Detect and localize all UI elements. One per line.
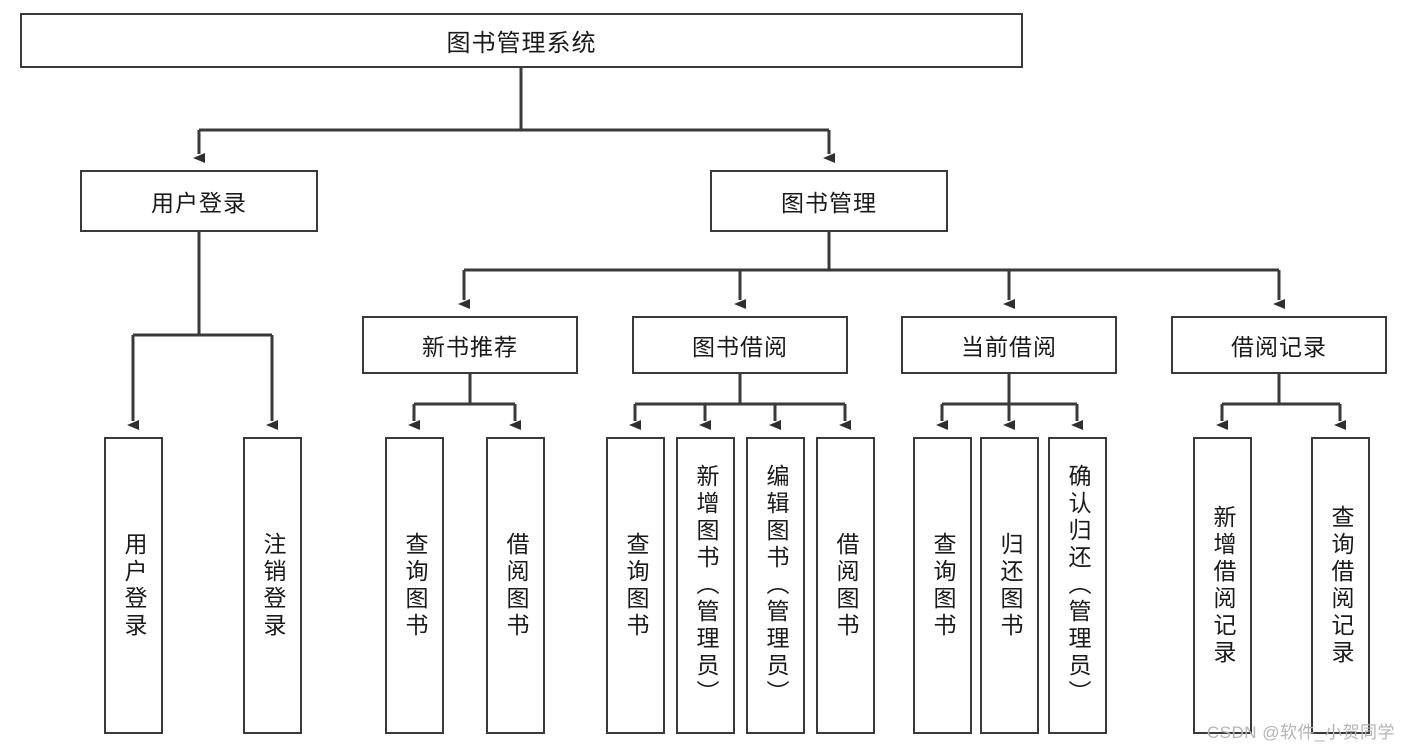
leaf-borrow-record-add-record[interactable]: 新增借阅记录 [1193,437,1252,734]
leaf-book-borrow-query-book[interactable]: 查询图书 [606,437,665,734]
leaf-label: 查询借阅记录 [1328,504,1354,667]
leaf-label: 编辑图书（管理员） [763,464,789,707]
leaf-book-borrow-add-book[interactable]: 新增图书（管理员） [676,437,735,734]
node-new-book-recommend[interactable]: 新书推荐 [362,316,578,374]
node-borrow-record[interactable]: 借阅记录 [1171,316,1387,374]
leaf-new-book-borrow-book[interactable]: 借阅图书 [486,437,545,734]
leaf-label: 归还图书 [997,531,1023,640]
node-root-label: 图书管理系统 [446,30,597,57]
leaf-label: 确认归还（管理员） [1065,464,1091,707]
leaf-user-login-logout[interactable]: 注销登录 [243,437,302,734]
watermark: CSDN @软件_小贺同学 [1206,723,1395,742]
leaf-borrow-record-query-record[interactable]: 查询借阅记录 [1311,437,1370,734]
node-borrow-record-label: 借阅记录 [1231,334,1327,360]
leaf-label: 注销登录 [260,531,286,640]
node-book-borrow[interactable]: 图书借阅 [632,316,848,374]
leaf-label: 借阅图书 [503,531,529,640]
leaf-label: 查询图书 [930,531,956,640]
leaf-book-borrow-borrow-book[interactable]: 借阅图书 [816,437,875,734]
leaf-label: 查询图书 [623,531,649,640]
node-new-book-recommend-label: 新书推荐 [422,334,518,360]
node-book-management-label: 图书管理 [781,190,877,216]
leaf-new-book-query-book[interactable]: 查询图书 [385,437,444,734]
node-user-login[interactable]: 用户登录 [80,170,318,232]
node-user-login-label: 用户登录 [151,190,247,216]
leaf-label: 新增借阅记录 [1210,504,1236,667]
node-root[interactable]: 图书管理系统 [20,13,1023,68]
leaf-current-borrow-confirm-return[interactable]: 确认归还（管理员） [1048,437,1107,734]
leaf-label: 新增图书（管理员） [693,464,719,707]
leaf-label: 查询图书 [402,531,428,640]
leaf-user-login-login[interactable]: 用户登录 [104,437,163,734]
leaf-label: 用户登录 [121,531,147,640]
node-current-borrow[interactable]: 当前借阅 [901,316,1117,374]
leaf-book-borrow-edit-book[interactable]: 编辑图书（管理员） [746,437,805,734]
leaf-current-borrow-query-book[interactable]: 查询图书 [913,437,972,734]
leaf-current-borrow-return-book[interactable]: 归还图书 [980,437,1039,734]
leaf-label: 借阅图书 [833,531,859,640]
node-book-borrow-label: 图书借阅 [692,334,788,360]
node-current-borrow-label: 当前借阅 [961,334,1057,360]
node-book-management[interactable]: 图书管理 [710,170,948,232]
